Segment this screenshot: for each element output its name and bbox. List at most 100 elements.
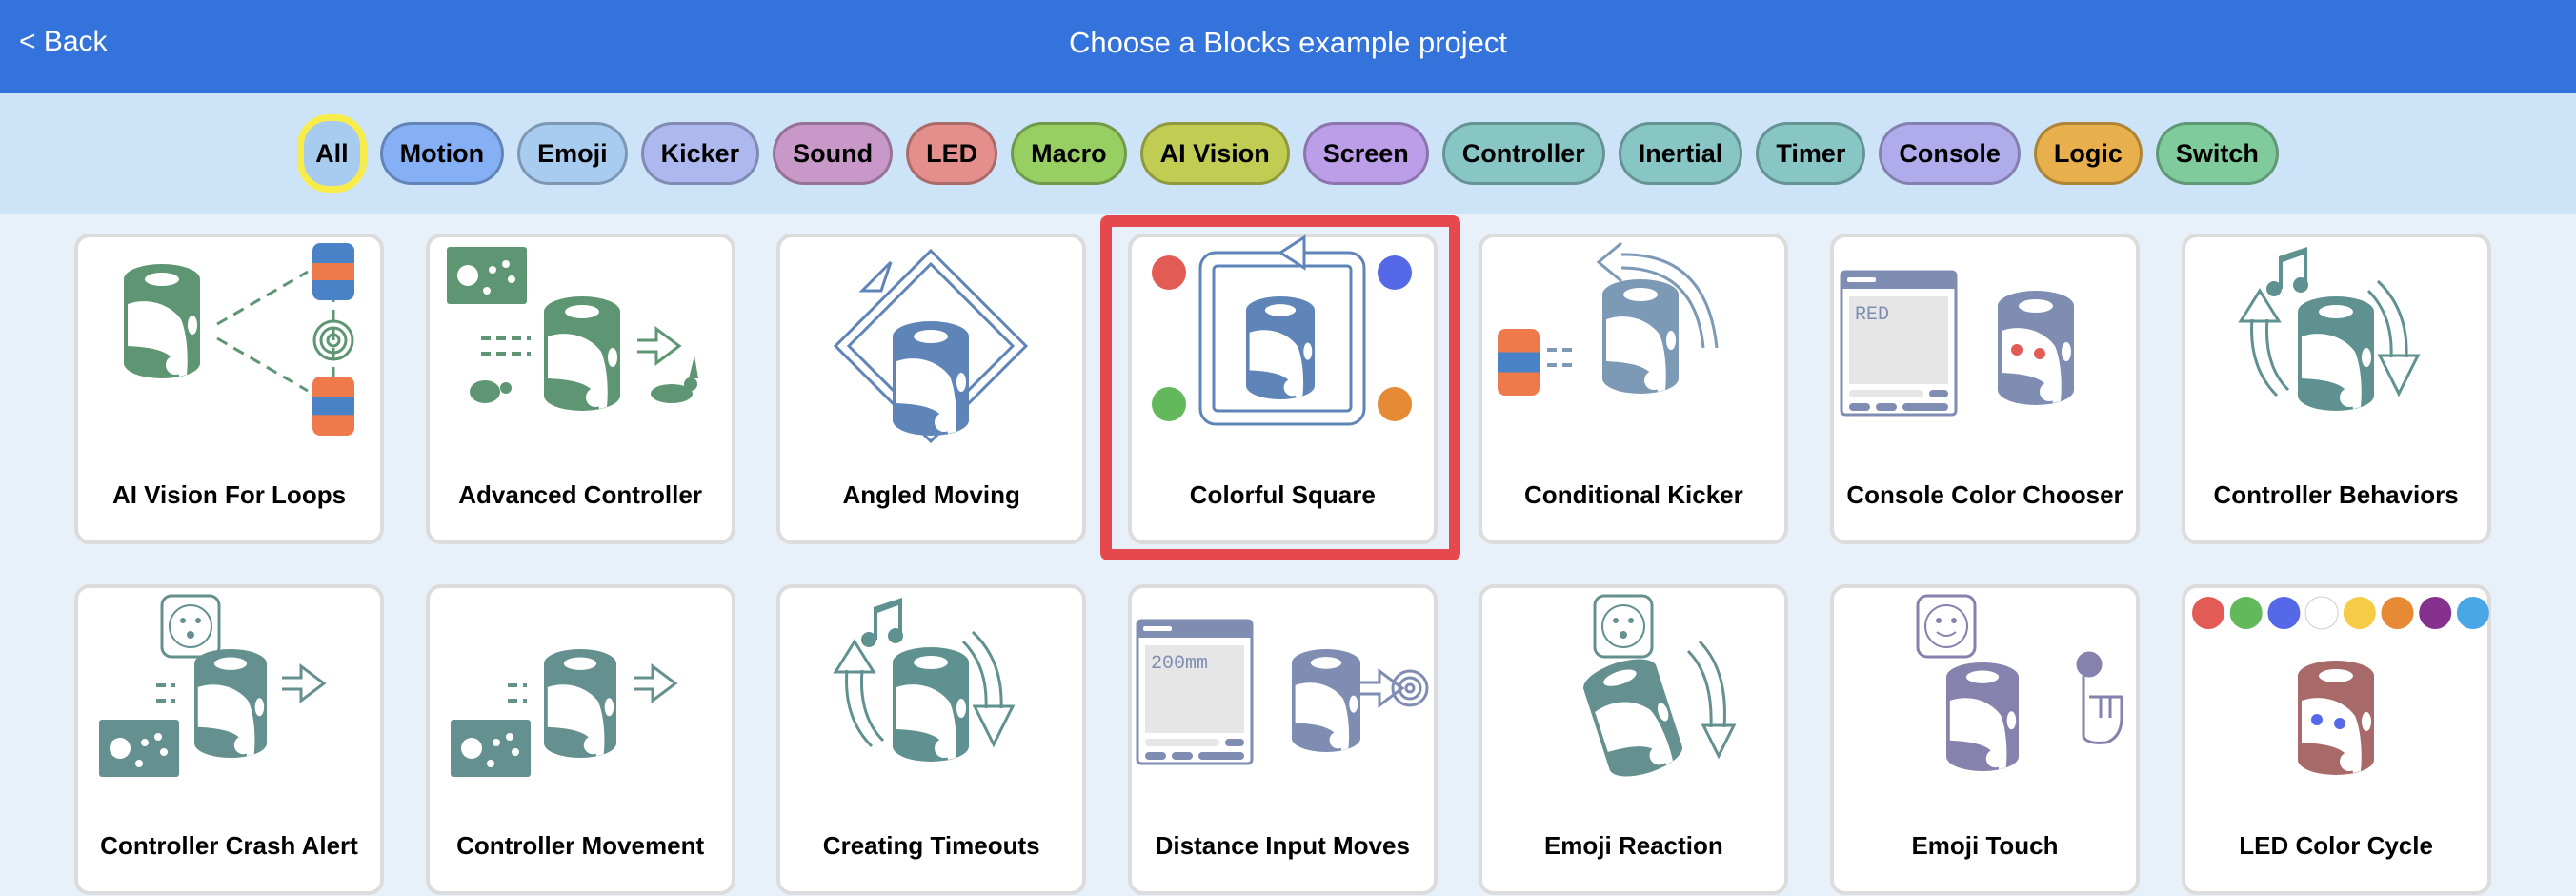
robot-icon <box>2297 661 2374 775</box>
project-card-distance-input-moves[interactable]: 200mm Distance Input Moves <box>1127 584 1438 895</box>
project-card-advanced-controller[interactable]: Advanced Controller <box>425 234 735 544</box>
card-title: Console Color Chooser <box>1846 480 2123 509</box>
project-card-controller-behaviors[interactable]: Controller Behaviors <box>2181 234 2491 544</box>
filter-chip-inertial[interactable]: Inertial <box>1618 122 1743 185</box>
rotate-arrows-icon <box>2237 279 2421 397</box>
robot-icon <box>1998 291 2074 405</box>
dashes-icon <box>1547 348 1573 367</box>
music-note-icon <box>861 598 904 647</box>
robot-icon <box>2297 296 2374 411</box>
project-card-led-color-cycle[interactable]: LED Color Cycle <box>2181 584 2491 895</box>
emoji-reaction-illustration <box>1583 594 1737 777</box>
emoji-icon <box>1593 594 1654 659</box>
card-title: Colorful Square <box>1189 480 1376 509</box>
card-title: Creating Timeouts <box>822 831 1040 860</box>
filter-chip-led[interactable]: LED <box>906 122 998 185</box>
arrow-right-icon <box>636 326 682 366</box>
card-title: Emoji Reaction <box>1543 831 1723 860</box>
color-dot <box>2304 596 2339 630</box>
project-card-console-color-chooser[interactable]: RED Console Color Chooser <box>1830 234 2140 544</box>
back-button[interactable]: < Back <box>19 26 108 57</box>
filter-chip-all[interactable]: All <box>297 114 367 193</box>
square-illustration <box>1151 234 1412 426</box>
behaviors-illustration <box>2237 247 2421 411</box>
console-window-icon: 200mm <box>1136 619 1254 765</box>
console-text: 200mm <box>1151 653 1208 675</box>
ai-vision-illustration <box>124 243 354 436</box>
kicker-illustration <box>1498 241 1719 396</box>
filter-chip-switch[interactable]: Switch <box>2155 122 2279 185</box>
barrel-icon <box>1498 329 1540 396</box>
color-dot <box>2456 597 2489 629</box>
target-icon <box>312 319 354 361</box>
arrow-right-icon <box>282 663 327 703</box>
filter-chip-motion[interactable]: Motion <box>379 122 505 185</box>
robot-icon <box>1583 659 1683 777</box>
color-dot <box>2343 597 2376 629</box>
rotate-arrows-icon <box>833 630 1016 748</box>
robot-icon <box>1291 649 1360 752</box>
project-card-creating-timeouts[interactable]: Creating Timeouts <box>776 584 1087 895</box>
project-card-conditional-kicker[interactable]: Conditional Kicker <box>1479 234 1789 544</box>
robot-icon <box>124 264 200 378</box>
barrel-icon <box>312 243 354 300</box>
color-dot <box>2418 597 2451 629</box>
rotate-arrow-icon <box>1687 640 1737 760</box>
project-card-angled-moving[interactable]: Angled Moving <box>776 234 1087 544</box>
filter-chip-emoji[interactable]: Emoji <box>517 122 628 185</box>
project-card-controller-movement[interactable]: Controller Movement <box>425 584 735 895</box>
filter-chip-timer[interactable]: Timer <box>1756 122 1866 185</box>
music-note-icon <box>2265 247 2308 296</box>
turtle-icon <box>469 380 512 403</box>
square-path-icon <box>1198 234 1366 426</box>
card-title: Controller Behaviors <box>2213 480 2459 509</box>
movement-illustration <box>450 649 678 777</box>
color-dot <box>2381 597 2414 629</box>
filter-chip-macro[interactable]: Macro <box>1011 122 1127 185</box>
project-card-emoji-reaction[interactable]: Emoji Reaction <box>1479 584 1789 895</box>
card-title: AI Vision For Loops <box>111 480 347 509</box>
robot-icon <box>893 321 970 436</box>
led-dot-orange <box>1377 387 1412 421</box>
header-bar: < Back Choose a Blocks example project <box>0 0 2576 93</box>
target-icon <box>1391 669 1429 707</box>
controller-icon <box>450 720 531 777</box>
console-illustration: RED <box>1840 270 2074 417</box>
card-title: Controller Crash Alert <box>100 831 358 860</box>
card-title: Controller Movement <box>456 831 705 860</box>
card-title: Emoji Touch <box>1911 831 2059 860</box>
emoji-icon <box>160 594 221 659</box>
led-illustration <box>2191 596 2489 775</box>
touch-finger-icon <box>2076 651 2123 744</box>
filter-chip-sound[interactable]: Sound <box>773 122 894 185</box>
dashes-icon <box>156 683 175 703</box>
led-dot-blue <box>1377 255 1412 290</box>
robot-icon <box>543 296 620 411</box>
color-dot <box>2266 597 2300 629</box>
robot-icon <box>194 649 267 758</box>
arrow-right-icon <box>1359 668 1405 708</box>
behaviors-illustration <box>833 598 1016 762</box>
barrel-icon <box>312 377 354 436</box>
controller-icon <box>446 247 527 304</box>
emoji-icon <box>1916 594 1977 659</box>
curved-arrow-icon <box>1597 241 1719 349</box>
color-dot <box>2191 597 2224 629</box>
arrow-right-icon <box>633 663 678 703</box>
filter-chip-ai-vision[interactable]: AI Vision <box>1139 122 1290 185</box>
crash-illustration <box>99 594 327 777</box>
console-window-icon: RED <box>1840 270 1958 417</box>
filter-chip-screen[interactable]: Screen <box>1302 122 1429 185</box>
filter-chip-console[interactable]: Console <box>1879 122 2021 185</box>
project-card-emoji-touch[interactable]: Emoji Touch <box>1830 584 2140 895</box>
advanced-controller-illustration <box>446 247 698 411</box>
distance-illustration: 200mm <box>1136 619 1429 765</box>
project-card-controller-crash-alert[interactable]: Controller Crash Alert <box>74 584 384 895</box>
card-title: Angled Moving <box>842 480 1020 509</box>
filter-chip-kicker[interactable]: Kicker <box>640 122 760 185</box>
project-card-colorful-square[interactable]: Colorful Square <box>1127 234 1438 544</box>
filter-chip-controller[interactable]: Controller <box>1441 122 1605 185</box>
project-card-ai-vision-for-loops[interactable]: AI Vision For Loops <box>74 234 384 544</box>
filter-chip-logic[interactable]: Logic <box>2033 122 2143 185</box>
